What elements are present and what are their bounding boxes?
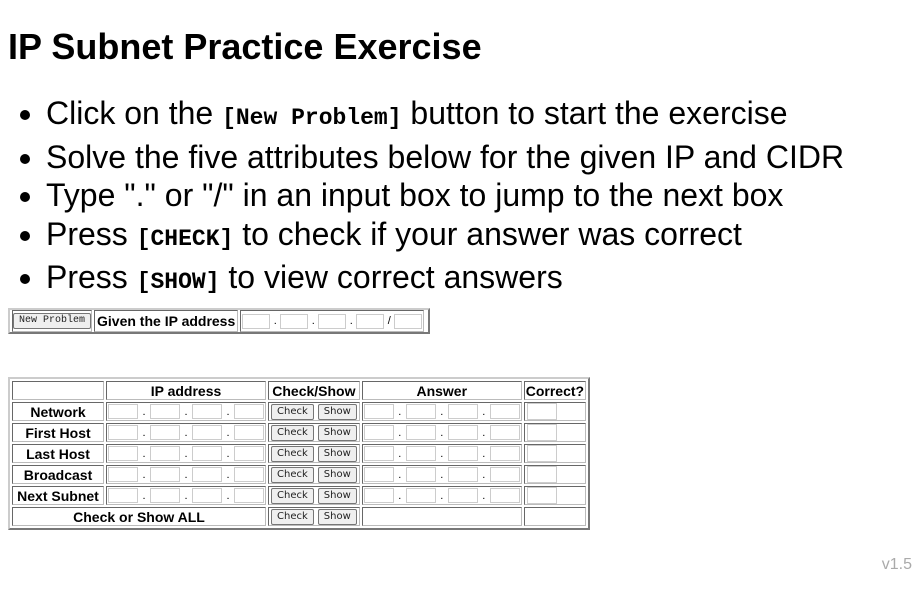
subnet-table: IP address Check/Show Answer Correct? Ne… <box>8 377 591 530</box>
new-problem-keyword: [New Problem] <box>222 105 402 131</box>
answer-header: Answer <box>361 381 522 400</box>
broadcast-answer-octet-1[interactable] <box>363 467 394 482</box>
broadcast-ip-octet-3[interactable] <box>192 467 222 482</box>
given-ip-label: Given the IP address <box>97 313 236 329</box>
broadcast-ip-octet-1[interactable] <box>108 467 138 482</box>
broadcast-answer-octet-3[interactable] <box>447 467 478 482</box>
first-host-correct-indicator <box>526 424 557 441</box>
given-cidr[interactable] <box>394 313 423 329</box>
last-host-answer-octet-1[interactable] <box>363 446 394 461</box>
given-ip-fields: . . . / <box>240 310 425 332</box>
network-answer-octet-4[interactable] <box>489 404 520 419</box>
last-host-ip-octet-1[interactable] <box>108 446 138 461</box>
broadcast-answer-octet-4[interactable] <box>489 467 520 482</box>
instruction-item: Solve the five attributes below for the … <box>46 138 844 177</box>
last-host-correct-indicator <box>526 445 557 462</box>
show-keyword: [SHOW] <box>136 269 220 295</box>
next-subnet-check-button[interactable]: Check <box>271 487 314 504</box>
last-host-ip-octet-2[interactable] <box>150 446 180 461</box>
instruction-item: Press [CHECK] to check if your answer wa… <box>46 215 844 259</box>
instruction-item: Click on the [New Problem] button to sta… <box>46 94 844 138</box>
all-check-button[interactable]: Check <box>271 508 314 525</box>
given-octet-3[interactable] <box>318 313 347 329</box>
next-subnet-ip-octet-4[interactable] <box>234 488 264 503</box>
next-subnet-answer-octet-1[interactable] <box>363 488 394 503</box>
instruction-item: Type "." or "/" in an input box to jump … <box>46 176 844 215</box>
first-host-check-button[interactable]: Check <box>271 424 314 441</box>
broadcast-row-label: Broadcast <box>12 465 104 484</box>
next-subnet-answer-octet-3[interactable] <box>447 488 478 503</box>
broadcast-answer-octet-2[interactable] <box>405 467 436 482</box>
network-ip-octet-2[interactable] <box>150 404 180 419</box>
first-host-ip-octet-2[interactable] <box>150 425 180 440</box>
last-host-show-button[interactable]: Show <box>317 445 357 462</box>
network-correct-indicator <box>526 403 557 420</box>
instruction-item: Press [SHOW] to view correct answers <box>46 258 844 302</box>
new-problem-button[interactable]: New Problem <box>13 313 92 329</box>
next-subnet-correct-indicator <box>526 487 557 504</box>
network-ip-octet-4[interactable] <box>234 404 264 419</box>
network-answer-octet-3[interactable] <box>447 404 478 419</box>
first-host-answer-octet-4[interactable] <box>489 425 520 440</box>
next-subnet-answer-octet-2[interactable] <box>405 488 436 503</box>
network-ip-octet-1[interactable] <box>108 404 138 419</box>
given-octet-1[interactable] <box>242 313 271 329</box>
first-host-answer-octet-2[interactable] <box>405 425 436 440</box>
last-host-ip-octet-4[interactable] <box>234 446 264 461</box>
last-host-check-button[interactable]: Check <box>271 445 314 462</box>
network-answer-octet-1[interactable] <box>363 404 394 419</box>
page-title: IP Subnet Practice Exercise <box>8 26 482 67</box>
given-octet-4[interactable] <box>356 313 385 329</box>
network-row-label: Network <box>12 402 104 421</box>
next-subnet-row-label: Next Subnet <box>12 486 104 505</box>
correct-header: Correct? <box>523 381 587 400</box>
broadcast-correct-indicator <box>526 466 557 483</box>
broadcast-show-button[interactable]: Show <box>317 466 357 483</box>
broadcast-ip-octet-2[interactable] <box>150 467 180 482</box>
given-ip-panel: New Problem Given the IP address . . . / <box>8 308 431 334</box>
check-keyword: [CHECK] <box>136 225 234 252</box>
first-host-ip-octet-1[interactable] <box>108 425 138 440</box>
network-show-button[interactable]: Show <box>317 403 357 420</box>
last-host-row-label: Last Host <box>12 444 104 463</box>
last-host-answer-octet-2[interactable] <box>405 446 436 461</box>
check-show-header: Check/Show <box>268 381 360 400</box>
check-show-all-label: Check or Show ALL <box>12 507 266 526</box>
version-label: v1.5 <box>881 556 912 573</box>
network-ip-octet-3[interactable] <box>192 404 222 419</box>
broadcast-ip-octet-4[interactable] <box>234 467 264 482</box>
ip-address-header: IP address <box>106 381 266 400</box>
network-answer-octet-2[interactable] <box>405 404 436 419</box>
header-row: IP address Check/Show Answer Correct? <box>12 381 587 400</box>
next-subnet-ip-octet-2[interactable] <box>150 488 180 503</box>
first-host-show-button[interactable]: Show <box>317 424 357 441</box>
next-subnet-ip-octet-1[interactable] <box>108 488 138 503</box>
first-host-row-label: First Host <box>12 423 104 442</box>
next-subnet-ip-octet-3[interactable] <box>192 488 222 503</box>
first-host-answer-octet-3[interactable] <box>447 425 478 440</box>
next-subnet-show-button[interactable]: Show <box>317 487 357 504</box>
given-octet-2[interactable] <box>280 313 309 329</box>
all-show-button[interactable]: Show <box>317 508 357 525</box>
last-host-answer-octet-3[interactable] <box>447 446 478 461</box>
network-check-button[interactable]: Check <box>271 403 314 420</box>
last-host-ip-octet-3[interactable] <box>192 446 222 461</box>
instructions-list: Click on the [New Problem] button to sta… <box>0 94 844 302</box>
last-host-answer-octet-4[interactable] <box>489 446 520 461</box>
first-host-ip-octet-4[interactable] <box>234 425 264 440</box>
next-subnet-answer-octet-4[interactable] <box>489 488 520 503</box>
broadcast-check-button[interactable]: Check <box>271 466 314 483</box>
first-host-answer-octet-1[interactable] <box>363 425 394 440</box>
first-host-ip-octet-3[interactable] <box>192 425 222 440</box>
